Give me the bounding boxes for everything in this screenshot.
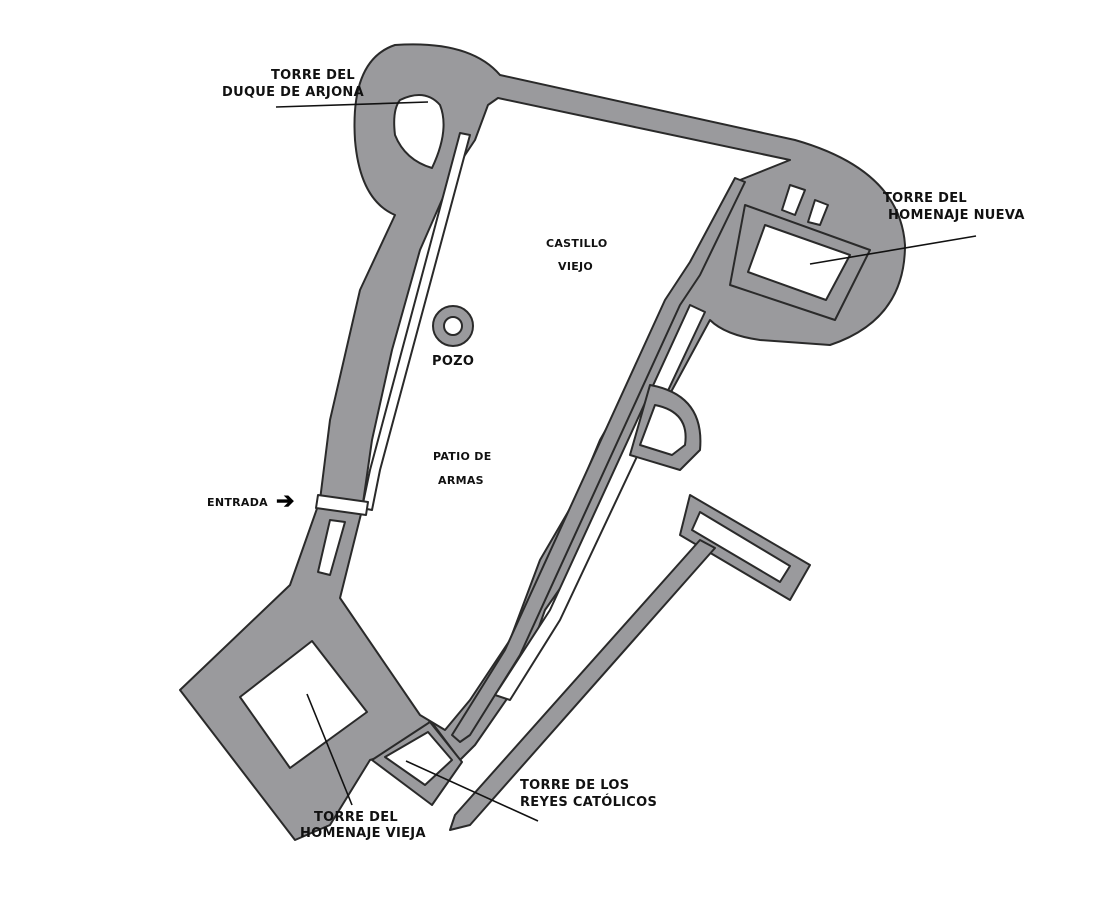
homenaje-nueva-side-room [781, 184, 806, 216]
entrance-passage [315, 494, 369, 516]
leader-homenaje-nueva [809, 235, 977, 265]
west-gallery [361, 132, 471, 511]
leader-reyes [405, 760, 539, 822]
leader-homenaje-vieja [306, 693, 353, 806]
label-castillo-line1: CASTILLO [546, 237, 608, 250]
label-patio-line2: ARMAS [438, 474, 484, 487]
label-homenaje-vieja-line2: HOMENAJE VIEJA [300, 826, 426, 841]
east-arm-room [691, 511, 791, 583]
homenaje-vieja-room [239, 640, 368, 769]
west-lower-gallery [317, 519, 346, 576]
label-duque-line1: TORRE DEL [271, 68, 356, 83]
label-homenaje-nueva-line2: HOMENAJE NUEVA [888, 208, 1025, 223]
label-pozo: POZO [432, 354, 475, 369]
homenaje-nueva-room [747, 224, 851, 301]
label-reyes-line2: REYES CATÓLICOS [520, 795, 658, 810]
right-arrow-icon: ➔ [276, 488, 295, 513]
east-inner-wall [451, 177, 746, 743]
leader-duque [275, 101, 429, 108]
homenaje-nueva-side-room-2 [807, 199, 829, 226]
well-hole [443, 316, 463, 336]
label-reyes-line1: TORRE DE LOS [520, 778, 630, 793]
label-homenaje-nueva-line1: TORRE DEL [883, 191, 968, 206]
duque-tower-room [393, 94, 445, 169]
label-castillo-line2: VIEJO [558, 260, 594, 273]
label-duque-line2: DUQUE DE ARJONA [222, 85, 364, 100]
reyes-tower-room [384, 731, 453, 786]
southeast-wall [449, 539, 716, 831]
east-bastion-room [639, 404, 687, 456]
label-homenaje-vieja-line1: TORRE DEL [314, 810, 399, 825]
label-entrada: ENTRADA [207, 496, 268, 509]
label-patio-line1: PATIO DE [433, 450, 492, 463]
